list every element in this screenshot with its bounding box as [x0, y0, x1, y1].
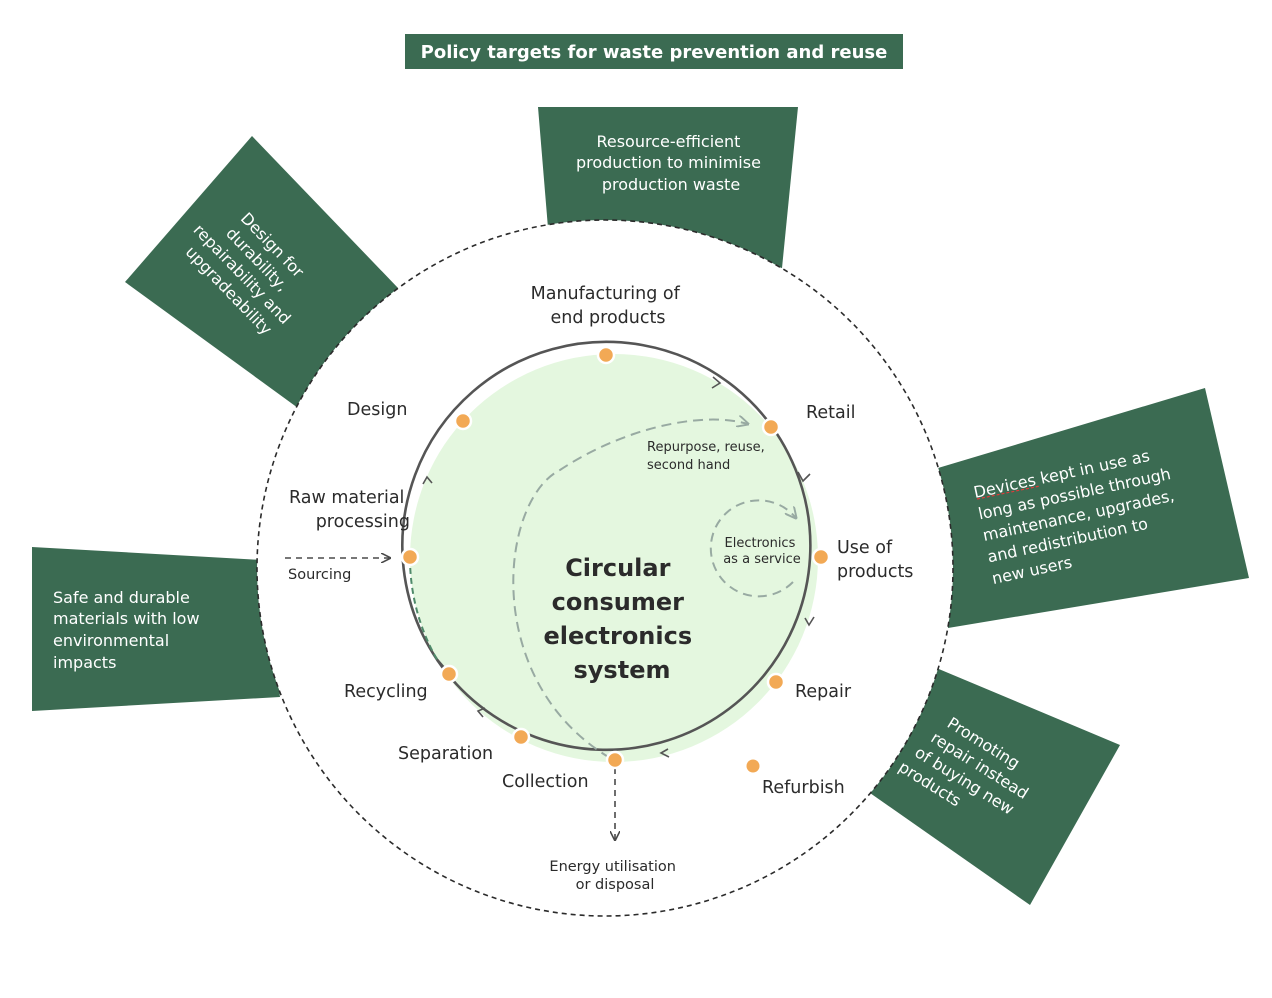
label-energy: Energy utilisation or disposal	[549, 859, 680, 893]
cycle-ring	[401, 340, 812, 752]
inner-system-circle	[410, 354, 818, 762]
panel-use: Devices kept in use as long as possible …	[938, 388, 1249, 628]
node-manufacturing	[596, 345, 616, 365]
label-recycling: Recycling	[344, 682, 428, 702]
policy-banner: Policy targets for waste prevention and …	[405, 34, 903, 69]
label-use: Use of products	[837, 538, 913, 582]
label-raw-material: Raw material processing	[289, 488, 410, 532]
ring-direction-arrows	[422, 376, 815, 758]
node-repair	[766, 672, 786, 692]
svg-text:Safe and durable materia: Safe and durable materials with low envi…	[53, 588, 205, 672]
svg-text:Resource-efficient produ: Resource-efficient production to minimis…	[576, 132, 766, 194]
panel-materials-line: impacts	[53, 653, 116, 672]
banner-title: Policy targets for waste prevention and …	[421, 42, 888, 63]
center-title: Circular consumer electronics system	[544, 554, 701, 684]
node-separation	[511, 727, 531, 747]
node-refurbish	[746, 759, 760, 773]
label-repair: Repair	[795, 682, 852, 702]
panel-materials: Safe and durable materials with low envi…	[32, 547, 280, 711]
label-service: Electronics as a service	[723, 536, 801, 567]
panel-production-line: production to minimise	[576, 153, 761, 172]
node-design	[453, 411, 473, 431]
node-collection	[605, 750, 625, 770]
panel-materials-line: materials with low	[53, 609, 200, 628]
node-use	[811, 547, 831, 567]
node-retail	[761, 417, 781, 437]
recycling-return-arc	[409, 557, 439, 661]
label-sourcing: Sourcing	[288, 567, 351, 583]
label-refurbish: Refurbish	[762, 778, 845, 798]
label-design: Design	[347, 400, 407, 420]
label-retail: Retail	[806, 403, 855, 423]
label-collection: Collection	[502, 772, 589, 792]
node-raw-material	[400, 547, 420, 567]
panel-design: Design for durability, repairability and…	[125, 136, 398, 408]
label-manufacturing: Manufacturing of end products	[531, 284, 686, 328]
panel-materials-line: environmental	[53, 631, 169, 650]
panel-production-line: production waste	[602, 175, 740, 194]
label-repurpose: Repurpose, reuse, second hand	[647, 440, 769, 473]
label-separation: Separation	[398, 744, 493, 764]
service-loop-arrow	[709, 499, 796, 598]
node-recycling	[439, 664, 459, 684]
panel-repair: Promoting repair instead of buying new p…	[870, 667, 1120, 905]
panel-materials-line: Safe and durable	[53, 588, 190, 607]
repurpose-flow-arrow	[512, 420, 748, 759]
panel-production-line: Resource-efficient	[596, 132, 740, 151]
